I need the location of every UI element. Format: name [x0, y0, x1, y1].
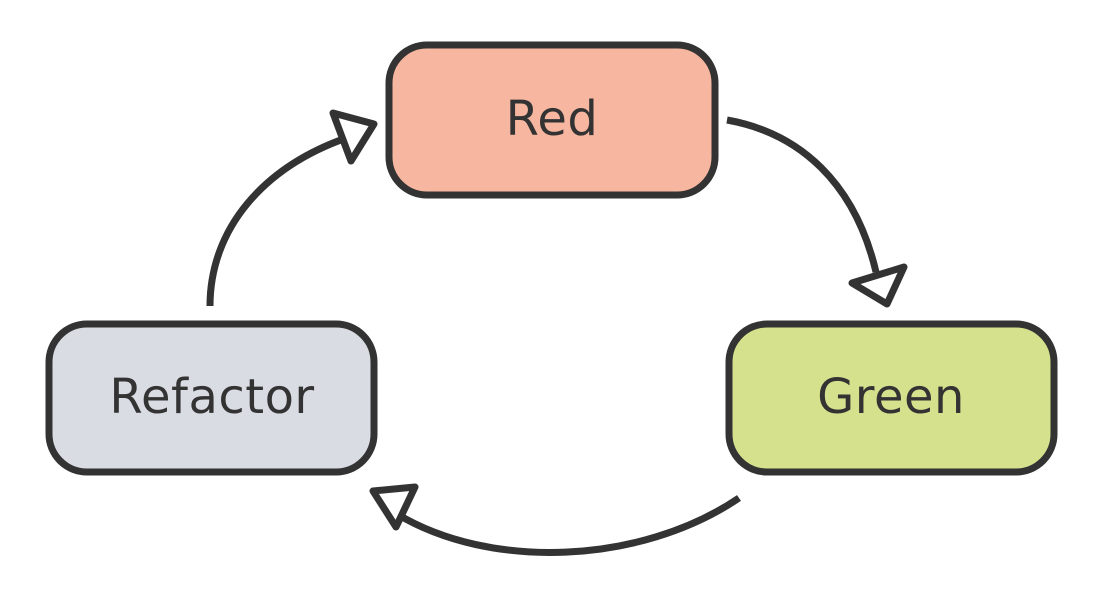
node-red-box — [385, 41, 719, 199]
node-green-box — [725, 320, 1058, 476]
node-refactor-box — [45, 320, 378, 476]
edge-green-to-refactor-line — [395, 495, 741, 556]
edge-refactor-to-red — [206, 109, 378, 307]
node-green-label: Green — [817, 369, 965, 425]
edge-red-to-green-line — [726, 116, 880, 273]
edge-red-to-green-arrowhead — [848, 263, 908, 308]
edge-green-to-refactor — [369, 483, 741, 556]
node-refactor-label: Refactor — [109, 369, 314, 425]
node-red: Red — [385, 41, 719, 199]
edge-red-to-green — [726, 116, 908, 308]
node-green: Green — [725, 320, 1058, 476]
edge-refactor-to-red-line — [206, 131, 357, 307]
node-red-label: Red — [506, 91, 599, 147]
edge-refactor-to-red-arrowhead — [329, 109, 378, 165]
node-refactor: Refactor — [45, 320, 378, 476]
edge-green-to-refactor-arrowhead — [369, 483, 419, 531]
